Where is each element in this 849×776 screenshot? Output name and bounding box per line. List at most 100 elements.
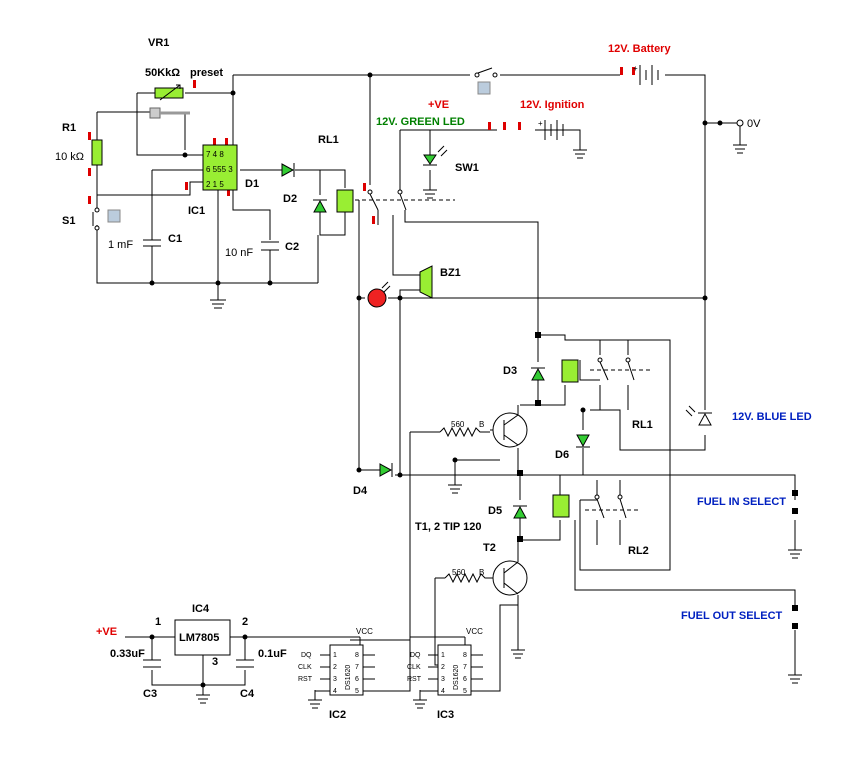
- ic2-pin-6: 6: [355, 676, 359, 683]
- ic4-label: IC4: [192, 603, 210, 615]
- ic2-pin-5: 5: [355, 688, 359, 695]
- ic3-pin-5: 5: [463, 688, 467, 695]
- t1-transistor: [492, 412, 528, 448]
- d1-diode: [281, 163, 295, 177]
- vr1-preset: [149, 84, 190, 119]
- s1-switch[interactable]: [92, 207, 121, 231]
- c1-label: C1: [168, 233, 182, 245]
- ignition-label: 12V. Ignition: [520, 99, 585, 111]
- t2-transistor: [492, 560, 528, 596]
- c4-value-label: 0.1uF: [258, 648, 287, 660]
- ic3-pin-6: 6: [463, 676, 467, 683]
- d4-label: D4: [353, 485, 368, 497]
- c3-label: C3: [143, 688, 157, 700]
- c1-value-label: 1 mF: [108, 239, 133, 251]
- ic3-pin-3: 3: [441, 676, 445, 683]
- ignition-key-switch[interactable]: [474, 67, 498, 95]
- pin1-label: 1: [155, 616, 161, 628]
- svg-text:+: +: [538, 119, 543, 128]
- vr1-label: VR1: [148, 37, 169, 49]
- d4-diode: [379, 463, 393, 477]
- vcc-a-label: VCC: [356, 627, 373, 636]
- rl1-right-label: RL1: [632, 419, 653, 431]
- ic2-ds1620: [315, 637, 411, 696]
- d2-diode: [313, 199, 327, 213]
- fuel-out-label: FUEL OUT SELECT: [681, 610, 783, 622]
- vr1-value-label: 50KkΩ: [145, 67, 180, 79]
- ground-icon: [196, 685, 210, 704]
- c2-label: C2: [285, 241, 299, 253]
- ignition-battery-icon: +: [538, 119, 580, 140]
- ic3-pin-rst: RST: [407, 676, 422, 683]
- pin2-label: 2: [242, 616, 248, 628]
- ground-icon: [733, 123, 747, 154]
- ic1-pins-bot: 2 1 5: [206, 180, 224, 189]
- blue-led-label: 12V. BLUE LED: [732, 411, 812, 423]
- rl2-contacts: [594, 494, 627, 519]
- c4-capacitor: [236, 659, 254, 668]
- ic1-pins-top: 7 4 8: [206, 150, 224, 159]
- r560-b-label: 560: [452, 568, 466, 577]
- component-labels: VR1 50KkΩ preset R1 10 kΩ S1 IC1 C1 1 mF…: [55, 37, 812, 721]
- ic2-pin-8: 8: [355, 652, 359, 659]
- t2-label: T2: [483, 542, 496, 554]
- ic2-chip-label: DS1620: [345, 665, 352, 690]
- r1-resistor: [91, 139, 103, 166]
- rl2-relay-coil: [552, 494, 570, 518]
- ic2-pin-rst: RST: [298, 676, 313, 683]
- ic3-pin-2: 2: [441, 664, 445, 671]
- ic3-pin-4: 4: [441, 688, 445, 695]
- r1-label: R1: [62, 122, 76, 134]
- d5-diode: [513, 505, 527, 519]
- pin-markers: [88, 67, 798, 629]
- lm7805-label: LM7805: [179, 632, 219, 644]
- bz1-buzzer: [419, 265, 433, 299]
- sw1-label: SW1: [455, 162, 479, 174]
- ic2-pin-4: 4: [333, 688, 337, 695]
- d6-diode: [576, 434, 590, 448]
- c4-label: C4: [240, 688, 255, 700]
- ic3-pin-clk: CLK: [407, 664, 421, 671]
- pin3-label: 3: [212, 656, 218, 668]
- d5-label: D5: [488, 505, 502, 517]
- c3-capacitor: [143, 659, 161, 668]
- ic3-chip-label: DS1620: [453, 665, 460, 690]
- b-a-label: B: [479, 420, 484, 429]
- ic3-label: IC3: [437, 709, 454, 721]
- ground-icon: [511, 649, 525, 659]
- ic3-pin-8: 8: [463, 652, 467, 659]
- ic4-lm7805-regulator: [174, 619, 231, 656]
- ground-icon: [788, 549, 802, 559]
- t12-label: T1, 2 TIP 120: [415, 521, 481, 533]
- b-b-label: B: [479, 568, 484, 577]
- ve-top-label: +VE: [428, 99, 449, 111]
- ground-icon: [423, 189, 437, 199]
- battery-label: 12V. Battery: [608, 43, 671, 55]
- blue-led: [685, 405, 712, 426]
- ic3-pin-1: 1: [441, 652, 445, 659]
- ground-icon: [788, 674, 802, 684]
- ic3-pin-7: 7: [463, 664, 467, 671]
- ground-icon: [210, 283, 226, 309]
- r560-a-label: 560: [451, 420, 465, 429]
- r560-a-resistor: [439, 426, 490, 438]
- c2-value-label: 10 nF: [225, 247, 253, 259]
- r1-value-label: 10 kΩ: [55, 151, 84, 163]
- ov-label: 0V: [747, 118, 761, 130]
- zero-volt-terminal: [717, 119, 744, 127]
- d6-label: D6: [555, 449, 569, 461]
- rl1-right-relay-coil: [561, 359, 579, 383]
- green-led-label: 12V. GREEN LED: [376, 116, 465, 128]
- ic1-555-timer: 7 4 8 6 555 3 2 1 5: [202, 144, 238, 191]
- ve-bottom-label: +VE: [96, 626, 117, 638]
- ic2-pin-7: 7: [355, 664, 359, 671]
- fuel-in-label: FUEL IN SELECT: [697, 496, 786, 508]
- ground-icon: [413, 690, 427, 709]
- r560-b-resistor: [444, 572, 490, 584]
- ic2-pin-2: 2: [333, 664, 337, 671]
- c1-capacitor: [143, 239, 161, 258]
- ic2-pin-1: 1: [333, 652, 337, 659]
- ic2-pin-clk: CLK: [298, 664, 312, 671]
